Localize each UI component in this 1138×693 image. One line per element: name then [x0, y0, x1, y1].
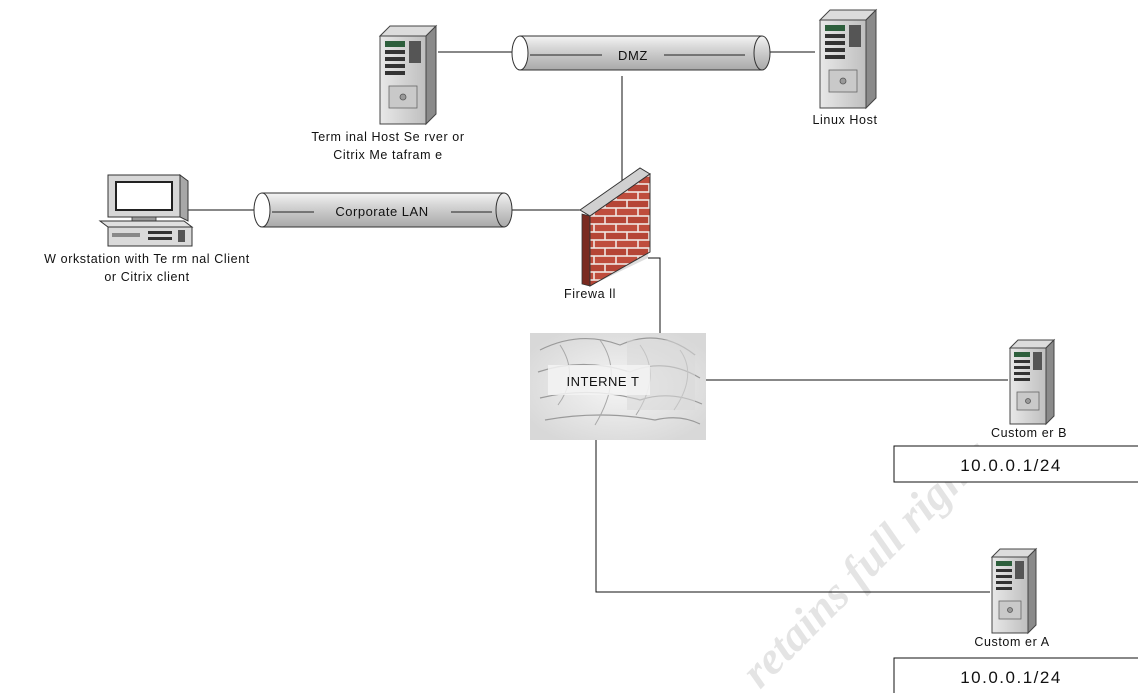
internet-label: INTERNE T	[567, 374, 640, 389]
customer-b-subnet: 10.0.0.1/24	[960, 456, 1062, 475]
workstation-label-line2: or Citrix client	[104, 270, 189, 284]
terminal-server-label-line1: Term inal Host Se rver or	[311, 130, 464, 144]
customer-a-label: Custom er A	[974, 635, 1049, 649]
customer-a-subnet-box: 10.0.0.1/24	[894, 658, 1138, 693]
dmz-label: DMZ	[618, 48, 648, 63]
firewall-label: Firewa ll	[564, 287, 616, 301]
linux-host-label: Linux Host	[812, 113, 877, 127]
customer-b-label: Custom er B	[991, 426, 1067, 440]
corporate-lan-pipe: Corporate LAN	[254, 193, 512, 227]
dmz-pipe: DMZ	[512, 36, 770, 70]
workstation-icon	[100, 175, 192, 246]
customer-b-server-icon	[1010, 340, 1054, 424]
terminal-server-label-line2: Citrix Me tafram e	[333, 148, 442, 162]
workstation-label-line1: W orkstation with Te rm nal Client	[44, 252, 250, 266]
internet-cloud-icon: INTERNE T	[530, 333, 706, 440]
customer-a-subnet: 10.0.0.1/24	[960, 668, 1062, 687]
linux-host-icon	[820, 10, 876, 108]
customer-a-server-icon	[992, 549, 1036, 633]
corporate-lan-label: Corporate LAN	[335, 204, 428, 219]
firewall-icon	[580, 168, 650, 286]
customer-b-subnet-box: 10.0.0.1/24	[894, 446, 1138, 482]
terminal-server-icon	[380, 26, 436, 124]
